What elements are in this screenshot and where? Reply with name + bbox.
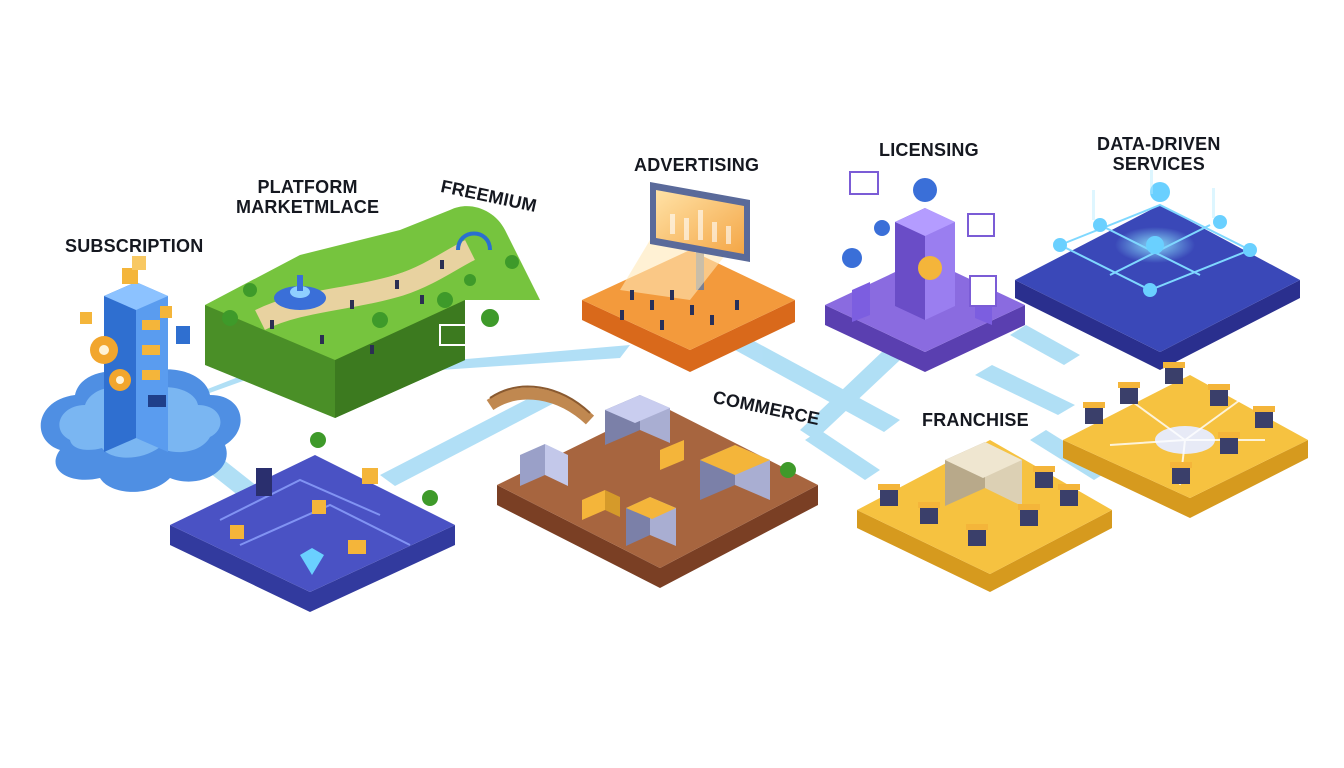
stream-licensing-commerce — [800, 350, 900, 440]
small-building-icon — [520, 444, 568, 486]
label-advertising: ADVERTISING — [634, 155, 760, 175]
hub-platform — [170, 432, 455, 612]
stream-hub-commerce — [380, 390, 560, 486]
label-data-line1: DATA-DRIVEN — [1097, 134, 1221, 154]
franchise-network-platform — [1063, 362, 1308, 518]
platform-marketplace-platform — [205, 206, 540, 418]
label-platform-marketplace: PLATFORM MARKETMLACE — [236, 177, 379, 217]
label-subscription: SUBSCRIPTION — [65, 236, 204, 256]
stream-platform-advertising — [440, 345, 630, 370]
box-icons — [230, 468, 378, 554]
awning-icons — [1083, 362, 1275, 468]
advertising-platform — [582, 182, 795, 372]
people-icons — [270, 260, 444, 354]
label-data-line2: SERVICES — [1112, 154, 1205, 174]
label-platform-line1: PLATFORM — [257, 177, 358, 197]
hub-lines — [1109, 399, 1265, 486]
stream-data-franchise — [975, 365, 1075, 415]
subscription-platform — [40, 256, 241, 492]
label-franchise: FRANCHISE — [922, 410, 1029, 430]
label-data-driven-services: DATA-DRIVEN SERVICES — [1097, 134, 1221, 174]
document-icon — [849, 171, 997, 307]
awning-icons — [878, 466, 1080, 530]
stream-advertising-commerce — [735, 340, 900, 432]
commerce-platform — [486, 385, 818, 588]
circuit-lines — [219, 478, 411, 546]
bridge-icon — [486, 385, 595, 425]
tree-icon — [310, 432, 438, 506]
shop-icon — [626, 445, 770, 546]
delivery-truck-icon — [582, 440, 684, 520]
glow-beams — [1092, 170, 1215, 220]
billboard-icon — [620, 182, 750, 300]
goal-net-icon — [439, 324, 469, 346]
stream-licensing-data — [1010, 325, 1080, 365]
headquarters-icon — [945, 442, 1022, 506]
licensing-platform — [825, 171, 1025, 372]
crowd-icons — [620, 290, 739, 330]
server-tower-icon — [104, 282, 168, 452]
gear-icon — [90, 336, 131, 391]
arch-icon — [456, 231, 492, 251]
card-icon — [174, 324, 192, 346]
label-licensing: LICENSING — [879, 140, 979, 160]
stream-franchise-commerce — [805, 430, 880, 480]
fountain-icon — [274, 275, 326, 310]
tree-icon — [222, 255, 519, 328]
shop-icon — [880, 472, 1078, 546]
badge-icon — [842, 178, 937, 268]
shop-icon — [1085, 368, 1273, 484]
data-services-platform — [1015, 170, 1300, 370]
castle-tower-icon — [852, 208, 992, 325]
block-stack-icon — [80, 256, 172, 324]
tree-icon — [780, 462, 796, 478]
warehouse-icon — [605, 395, 670, 445]
franchise-platform — [857, 440, 1112, 592]
server-rack-icon — [256, 468, 272, 496]
label-platform-line2: MARKETMLACE — [236, 197, 380, 217]
connection-streams — [168, 325, 1110, 500]
network-node-icon — [1053, 182, 1257, 297]
crystal-icon — [300, 548, 324, 575]
